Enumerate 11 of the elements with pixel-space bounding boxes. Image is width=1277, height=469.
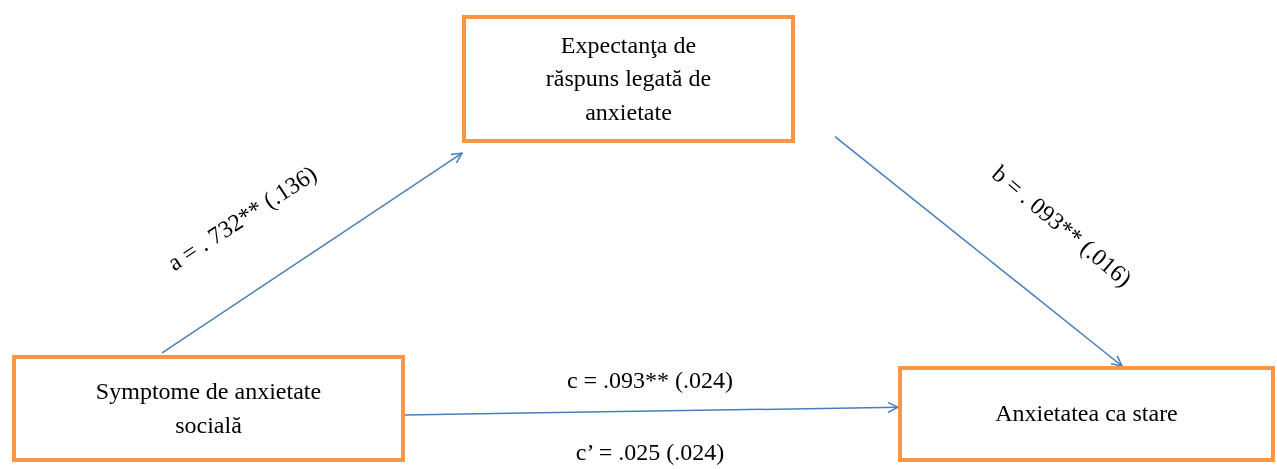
- arrow: [161, 152, 463, 354]
- variable-box: [462, 15, 795, 143]
- variable-box: [12, 355, 405, 462]
- arrow: [404, 401, 899, 416]
- edge-label: c = .093** (.024): [566, 368, 734, 392]
- arrow: [834, 135, 1123, 367]
- variable-name: Symptome de anxietate socială: [94, 376, 323, 440]
- variable-name: Anxietatea ca stare: [995, 399, 1178, 429]
- coefficient-label: c’ = .025 (.024): [575, 440, 725, 464]
- variable-box: [898, 366, 1275, 462]
- variable-name: Expectanţa de răspuns legată de anxietate: [544, 30, 713, 127]
